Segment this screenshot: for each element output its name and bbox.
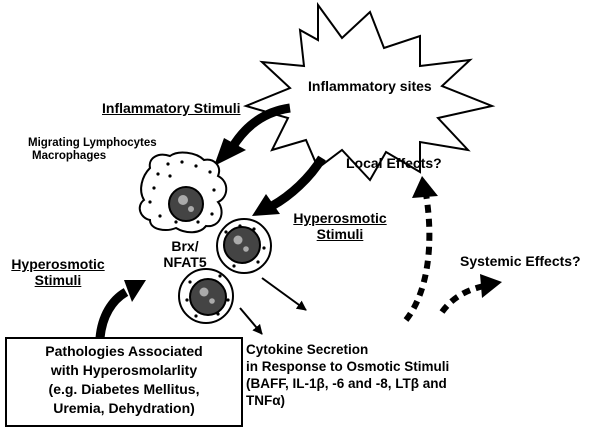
hyperosmotic-stimuli-arrow-left xyxy=(95,280,146,339)
systemic-effects-dashed-arrow xyxy=(439,274,502,314)
hyperosmotic-stimuli-right-label: Hyperosmotic Stimuli xyxy=(292,210,388,242)
cytokine-line3: (BAFF, IL-1β, -6 and -8, LTβ and xyxy=(246,376,447,391)
hyperosmotic-left-line2: Stimuli xyxy=(34,272,82,289)
cytokine-line2: in Response to Osmotic Stimuli xyxy=(246,359,450,374)
pathologies-line3: (e.g. Diabetes Mellitus, xyxy=(48,381,200,397)
macrophage-dots xyxy=(148,160,216,224)
lymphocyte-cell-bottom xyxy=(178,268,234,324)
cytokine-secretion-label: Cytokine Secretion in Response to Osmoti… xyxy=(246,341,449,409)
pathologies-line2: with Hyperosmolarlity xyxy=(50,362,198,378)
inflammatory-sites-label: Inflammatory sites xyxy=(308,78,432,94)
secretion-arrow-lower xyxy=(239,307,263,335)
cytokine-line4: TNFα) xyxy=(246,393,286,408)
brx-text: Brx/ xyxy=(171,238,199,254)
hyperosmotic-stimuli-arrow-right xyxy=(252,155,326,216)
local-effects-dashed-arrow xyxy=(403,176,438,322)
hyperosmotic-stimuli-left-label: Hyperosmotic Stimuli xyxy=(10,256,106,288)
pathologies-box xyxy=(5,337,243,427)
brx-nfat5-label: Brx/ NFAT5 xyxy=(152,238,218,270)
lymphocyte-cell-right xyxy=(216,218,272,274)
migrating-lymphocytes-text: Migrating Lymphocytes xyxy=(28,137,157,149)
inflammatory-stimuli-arrow xyxy=(214,103,291,166)
pathologies-line1: Pathologies Associated xyxy=(45,343,203,359)
cytokine-line1: Cytokine Secretion xyxy=(246,342,369,357)
local-effects-label: Local Effects? xyxy=(346,155,442,171)
pathologies-label: Pathologies Associated with Hyperosmolar… xyxy=(8,342,240,418)
hyperosmotic-right-line1: Hyperosmotic xyxy=(293,210,387,226)
systemic-effects-label: Systemic Effects? xyxy=(460,253,581,269)
pathologies-line4: Uremia, Dehydration) xyxy=(53,400,195,416)
hyperosmotic-left-line1: Hyperosmotic xyxy=(11,256,105,272)
inflammatory-sites-starburst xyxy=(242,1,496,182)
migrating-cells-label: Migrating Lymphocytes Macrophages xyxy=(28,137,157,163)
hyperosmotic-right-line2: Stimuli xyxy=(316,226,364,243)
secretion-arrow-upper xyxy=(261,277,307,311)
inflammatory-stimuli-label: Inflammatory Stimuli xyxy=(102,100,241,116)
nfat5-text: NFAT5 xyxy=(163,254,207,271)
macrophages-text: Macrophages xyxy=(32,150,107,163)
macrophage-nucleus xyxy=(168,186,204,222)
